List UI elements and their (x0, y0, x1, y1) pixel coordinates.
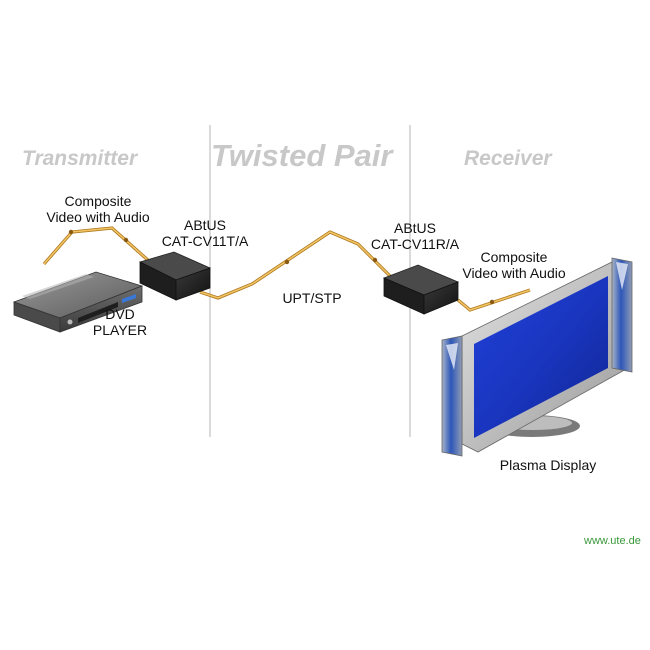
cable-knot (68, 229, 74, 235)
dvd-player-icon (12, 271, 144, 333)
label-dvd-line1: DVD (105, 306, 135, 322)
label-composite-right-line2: Video with Audio (462, 265, 566, 281)
cable-composite-left (42, 226, 152, 266)
label-composite-left: Composite Video with Audio (28, 193, 168, 225)
label-cable: UPT/STP (282, 290, 342, 306)
section-title-transmitter: Transmitter (22, 147, 138, 170)
watermark: www.ute.de (584, 535, 641, 547)
section-title-twisted-pair: Twisted Pair (211, 138, 393, 173)
cable-knot (284, 259, 290, 265)
label-transmitter-brand: ABtUS (183, 217, 226, 233)
label-composite-right: Composite Video with Audio (444, 249, 584, 281)
label-plasma-display: Plasma Display (499, 457, 597, 473)
transmitter-box-icon (138, 251, 212, 301)
cable-knot (489, 299, 495, 305)
label-composite-left-line2: Video with Audio (46, 209, 150, 225)
cable-knot (123, 237, 129, 243)
cable-composite-right (456, 288, 531, 312)
label-composite-left-line1: Composite (64, 193, 132, 209)
label-composite-right-line1: Composite (480, 249, 548, 265)
receiver-box-icon (382, 264, 460, 315)
label-receiver-model: CAT-CV11R/A (370, 236, 460, 252)
label-receiver-brand: ABtUS (393, 220, 436, 236)
plasma-display-icon (441, 257, 633, 457)
cable-knot (372, 257, 378, 263)
label-transmitter: ABtUS CAT-CV11T/A (150, 217, 260, 249)
label-dvd-player: DVD PLAYER (80, 306, 160, 338)
section-title-receiver: Receiver (464, 147, 552, 170)
cable-twisted-pair (199, 230, 394, 300)
label-dvd-line2: PLAYER (92, 322, 148, 338)
label-transmitter-model: CAT-CV11T/A (161, 233, 249, 249)
label-receiver: ABtUS CAT-CV11R/A (360, 220, 470, 252)
